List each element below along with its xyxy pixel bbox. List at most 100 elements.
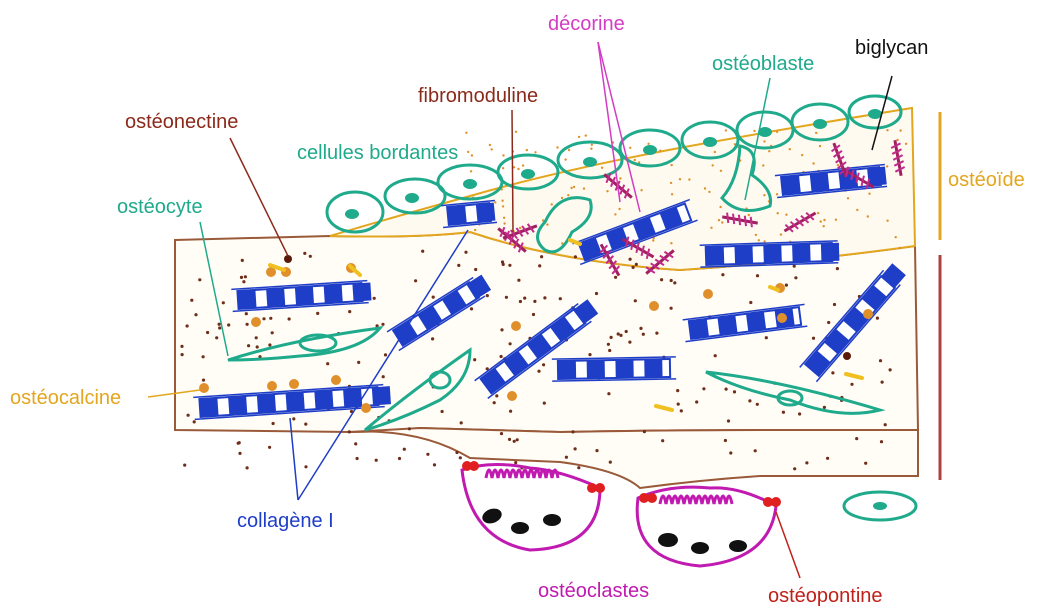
matrix-dot	[519, 300, 522, 303]
osteoid-dot	[758, 239, 760, 241]
osteoid-dot	[896, 139, 898, 141]
matrix-dot	[508, 438, 511, 441]
matrix-dot	[500, 355, 503, 358]
matrix-dot	[595, 449, 598, 452]
matrix-dot	[381, 323, 384, 326]
matrix-dot	[721, 273, 724, 276]
matrix-dot	[215, 336, 218, 339]
matrix-dot	[571, 430, 574, 433]
osteoid-dot	[647, 143, 649, 145]
matrix-dot	[765, 336, 768, 339]
osteoid-dot	[564, 158, 566, 160]
matrix-dot	[473, 358, 476, 361]
osteoid-dot	[762, 164, 764, 166]
collagen-fiber	[552, 357, 676, 381]
osteoid-dot	[823, 219, 825, 221]
matrix-dot	[660, 278, 663, 281]
matrix-dot	[836, 267, 839, 270]
matrix-dot	[523, 297, 526, 300]
matrix-dot	[421, 250, 424, 253]
osteoid-dot	[763, 240, 765, 242]
matrix-dot	[500, 328, 503, 331]
osteoid-dot	[670, 182, 672, 184]
osteoid-dot	[503, 222, 505, 224]
osteoid-dot	[502, 205, 504, 207]
osteoid-dot	[776, 131, 778, 133]
osteoid-dot	[634, 159, 636, 161]
matrix-dot	[805, 461, 808, 464]
matrix-dot	[617, 332, 620, 335]
osteoid-dot	[755, 234, 757, 236]
matrix-dot	[538, 264, 541, 267]
osteoid-dot	[526, 149, 528, 151]
matrix-dot	[628, 341, 631, 344]
osteoid-dot	[812, 162, 814, 164]
label-fibromoduline: fibromoduline	[418, 85, 538, 107]
osteoid-dot	[905, 143, 907, 145]
matrix-dot	[542, 363, 545, 366]
matrix-dot	[850, 383, 853, 386]
osteoid-dot	[556, 146, 558, 148]
osteoid-dot	[886, 165, 888, 167]
osteoid-dot	[501, 200, 503, 202]
matrix-dot	[635, 263, 638, 266]
osteoid-dot	[704, 187, 706, 189]
matrix-dot	[782, 411, 785, 414]
osteoid-dot	[710, 227, 712, 229]
matrix-dot	[181, 353, 184, 356]
matrix-dot	[540, 255, 543, 258]
label-osteopontine: ostéopontine	[768, 585, 883, 607]
osteoid-dot	[591, 144, 593, 146]
osteoid-dot	[835, 219, 837, 221]
matrix-dot	[614, 276, 617, 279]
osteoid-dot	[886, 220, 888, 222]
matrix-dot	[677, 403, 680, 406]
matrix-dot	[749, 301, 752, 304]
osteoclast-ruffled-border	[486, 470, 558, 478]
matrix-dot	[227, 323, 230, 326]
matrix-dot	[398, 457, 401, 460]
matrix-dot	[272, 422, 275, 425]
osteoid-dot	[763, 140, 765, 142]
matrix-dot	[218, 323, 221, 326]
osteoid-dot	[619, 177, 621, 179]
osteoid-dot	[583, 187, 585, 189]
matrix-dot	[356, 457, 359, 460]
osteoid-dot	[895, 236, 897, 238]
osteoid-dot	[567, 194, 569, 196]
matrix-dot	[222, 301, 225, 304]
matrix-dot	[460, 421, 463, 424]
matrix-dot	[695, 400, 698, 403]
label-collagene: collagène I	[237, 510, 334, 532]
osteoid-dot	[708, 191, 710, 193]
matrix-dot	[244, 275, 247, 278]
matrix-dot	[532, 313, 535, 316]
matrix-dot	[493, 401, 496, 404]
matrix-dot	[607, 392, 610, 395]
matrix-dot	[643, 430, 646, 433]
matrix-dot	[889, 368, 892, 371]
matrix-dot	[384, 353, 387, 356]
matrix-dot	[382, 375, 385, 378]
osteoid-dot	[721, 221, 723, 223]
matrix-dot	[533, 300, 536, 303]
matrix-dot	[246, 323, 249, 326]
leader-osteopontine	[776, 512, 800, 578]
osteoid-dot	[640, 189, 642, 191]
matrix-dot	[464, 251, 467, 254]
matrix-dot	[187, 414, 190, 417]
matrix-dot	[725, 388, 728, 391]
osteoid-dot	[718, 219, 720, 221]
label-osteoblaste: ostéoblaste	[712, 53, 814, 75]
osteoid-dot	[679, 178, 681, 180]
osteoid-dot	[789, 148, 791, 150]
osteoid-dot	[629, 147, 631, 149]
osteoid-dot	[601, 167, 603, 169]
osteoid-dot	[606, 190, 608, 192]
osteoid-dot	[503, 217, 505, 219]
matrix-dot	[455, 451, 458, 454]
matrix-dot	[655, 332, 658, 335]
osteoid-dot	[474, 229, 476, 231]
matrix-dot	[292, 417, 295, 420]
